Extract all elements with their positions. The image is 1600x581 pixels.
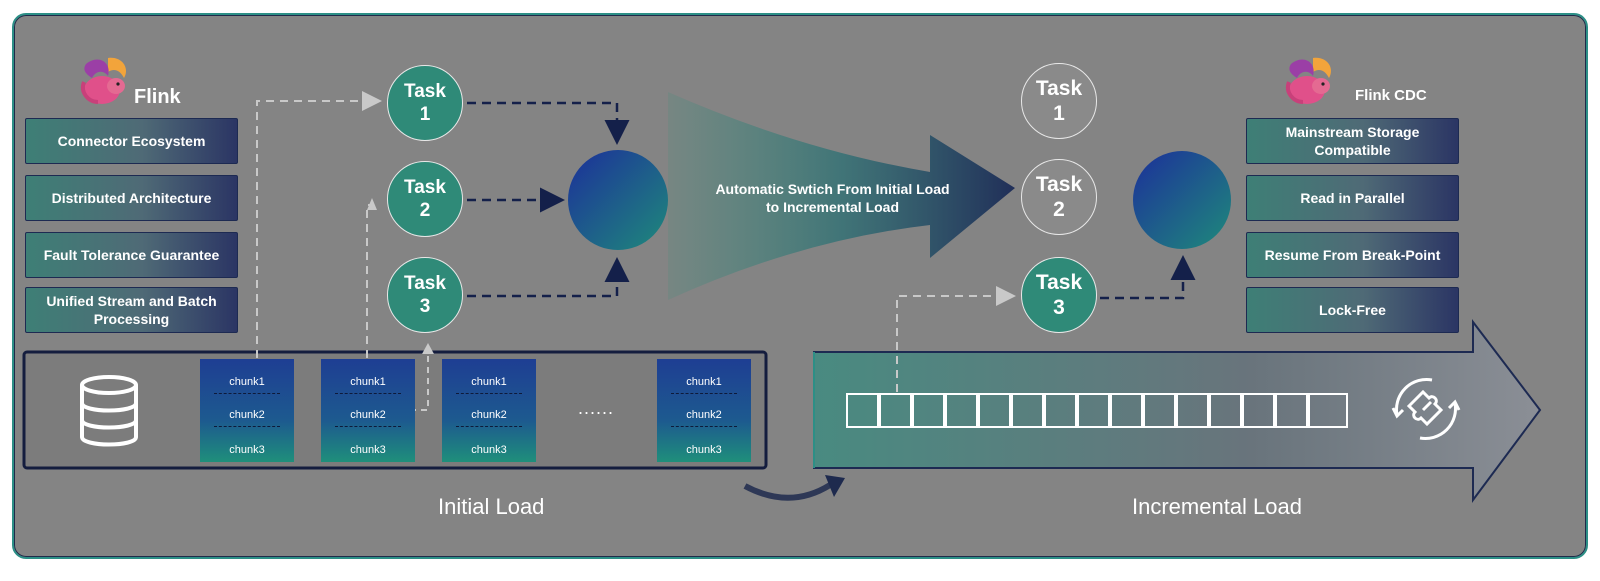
feature-resume-break-point: Resume From Break-Point xyxy=(1246,232,1459,278)
log-cell xyxy=(1110,393,1143,428)
task-number: 1 xyxy=(419,104,431,125)
chunk-divider xyxy=(335,393,401,394)
chunk-label: chunk2 xyxy=(686,409,722,421)
log-cell xyxy=(1308,393,1348,428)
chunk-divider xyxy=(456,426,522,427)
chunk-divider xyxy=(335,426,401,427)
task-word: Task xyxy=(1035,271,1083,294)
log-cell xyxy=(1176,393,1209,428)
feature-mainstream-storage: Mainstream Storage Compatible xyxy=(1246,118,1459,164)
chunk-divider xyxy=(214,393,280,394)
log-cell xyxy=(978,393,1011,428)
task-number: 3 xyxy=(1053,296,1065,319)
feature-connector-ecosystem: Connector Ecosystem xyxy=(25,118,238,164)
chunk-label: chunk2 xyxy=(350,409,386,421)
task-number: 1 xyxy=(1053,102,1065,125)
transition-curve xyxy=(743,482,832,501)
task-number: 2 xyxy=(419,200,431,221)
task-word: Task xyxy=(404,177,446,198)
switch-text-line-2: to Incremental Load xyxy=(765,199,900,215)
chunk-label: chunk3 xyxy=(686,444,722,456)
task-word: Task xyxy=(1035,77,1083,100)
log-cell xyxy=(1011,393,1044,428)
squirrel-logo-icon xyxy=(1286,57,1332,104)
chunk-group-1: chunk1 chunk2 chunk3 xyxy=(200,359,294,462)
task-number: 2 xyxy=(1053,198,1065,221)
chunk-divider xyxy=(671,426,737,427)
initial-sink-circle xyxy=(568,150,668,250)
chunk-group-3: chunk1 chunk2 chunk3 xyxy=(442,359,536,462)
feature-distributed-architecture: Distributed Architecture xyxy=(25,175,238,221)
switch-arrow xyxy=(668,92,1015,300)
feature-fault-tolerance: Fault Tolerance Guarantee xyxy=(25,232,238,278)
log-cell xyxy=(1143,393,1176,428)
incremental-sink-circle xyxy=(1133,151,1231,249)
left-brand-name: Flink xyxy=(134,86,181,108)
log-cell xyxy=(912,393,945,428)
chunk-label: chunk3 xyxy=(471,444,507,456)
task-word: Task xyxy=(404,81,446,102)
chunk-divider xyxy=(456,393,522,394)
task-word: Task xyxy=(1035,173,1083,196)
chunk-label: chunk3 xyxy=(229,444,265,456)
chunk-label: chunk1 xyxy=(350,376,386,388)
log-cell xyxy=(1242,393,1275,428)
log-cell xyxy=(945,393,978,428)
puzzle-icon xyxy=(1391,378,1461,440)
chunk-label: chunk1 xyxy=(471,376,507,388)
right-brand-name: Flink CDC xyxy=(1355,87,1427,104)
database-icon xyxy=(80,375,138,447)
chunk-label: chunk2 xyxy=(229,409,265,421)
chunk-label: chunk1 xyxy=(686,376,722,388)
log-cell xyxy=(1044,393,1077,428)
initial-load-label: Initial Load xyxy=(438,494,545,519)
switch-text: Automatic Swtich From Initial Load to In… xyxy=(700,180,965,216)
chunk-label: chunk1 xyxy=(229,376,265,388)
log-cell xyxy=(1275,393,1308,428)
task-number: 3 xyxy=(419,296,431,317)
incremental-load-label: Incremental Load xyxy=(1132,494,1302,519)
chunk-divider xyxy=(671,393,737,394)
switch-text-line-1: Automatic Swtich From Initial Load xyxy=(715,181,950,197)
chunk-divider xyxy=(214,426,280,427)
log-cell xyxy=(879,393,912,428)
chunk-label: chunk2 xyxy=(471,409,507,421)
chunk-group-2: chunk1 chunk2 chunk3 xyxy=(321,359,415,462)
log-cell xyxy=(1077,393,1110,428)
feature-unified-stream-batch: Unified Stream and Batch Processing xyxy=(25,287,238,333)
chunk-label: chunk3 xyxy=(350,444,386,456)
chunk-group-n: chunk1 chunk2 chunk3 xyxy=(657,359,751,462)
log-cell xyxy=(1209,393,1242,428)
feature-lock-free: Lock-Free xyxy=(1246,287,1459,333)
log-cell xyxy=(846,393,879,428)
feature-read-parallel: Read in Parallel xyxy=(1246,175,1459,221)
chunk-ellipsis: ...... xyxy=(578,398,615,418)
task-word: Task xyxy=(404,273,446,294)
squirrel-logo-icon xyxy=(81,57,127,104)
